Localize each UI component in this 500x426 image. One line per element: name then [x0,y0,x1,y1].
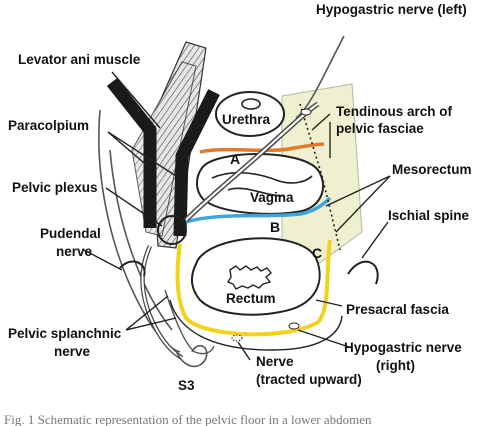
plane-c-line [175,239,332,337]
label-hypogastric-nerve-left: Hypogastric nerve (left) [316,2,467,17]
figure-caption: Fig. 1 Schematic representation of the p… [4,412,372,426]
label-mesorectum: Mesorectum [392,162,472,177]
mesorectum-region [281,83,363,265]
hypogastric-nerve-left-line [295,35,345,119]
urethra-lumen [241,98,261,110]
label-tendinous-arch-1: Tendinous arch of [336,104,453,119]
plane-b-letter: B [270,219,280,235]
rectum-lumen [226,265,272,290]
label-tendinous-arch-2: pelvic fasciae [336,121,424,136]
s3-loop [175,345,208,368]
pudendal-hook [119,260,146,277]
pelvic-plexus-circle [157,215,187,245]
label-ischial-spine: Ischial spine [388,208,470,223]
levator-band-left [106,77,157,228]
vagina-shape [196,153,324,215]
label-vagina: Vagina [250,190,294,205]
label-presacral-fascia: Presacral fascia [346,302,449,317]
plane-c-letter: C [312,245,322,261]
levator-band-right [173,89,220,237]
label-pelvic-splanchnic-2: nerve [54,344,91,359]
label-hypogastric-nerve-right-1: Hypogastric nerve [344,340,462,355]
urethra-shape [215,91,285,137]
plane-a-letter: A [230,151,240,167]
label-tracted-upward: (tracted upward) [256,372,362,387]
rectum-shape [190,237,321,316]
tendinous-arch-line [299,103,341,251]
sacrum-outline [164,289,215,355]
label-nerve: Nerve [256,354,294,369]
label-pelvic-splanchnic-1: Pelvic splanchnic [8,326,122,341]
presacral-fascia-line [169,299,343,351]
label-pudendal-2: nerve [56,244,93,259]
label-hypogastric-nerve-right-2: (right) [376,358,415,373]
label-levator-ani-muscle: Levator ani muscle [18,52,141,67]
label-pudendal-1: Pudendal [40,226,101,241]
label-paracolpium: Paracolpium [8,118,89,133]
label-s3: S3 [178,378,195,393]
plane-a-line [199,142,325,154]
hypogastric-right-marker [288,322,300,330]
hypogastric-left-marker [300,108,312,116]
plane-b-line [185,196,332,224]
label-pelvic-plexus: Pelvic plexus [12,180,98,195]
leader-lines [83,71,391,361]
vagina-lumen [211,171,313,197]
nerve-marker [231,334,243,342]
label-urethra: Urethra [222,112,271,127]
label-rectum: Rectum [226,291,276,306]
ischial-spine-hook [347,260,379,285]
